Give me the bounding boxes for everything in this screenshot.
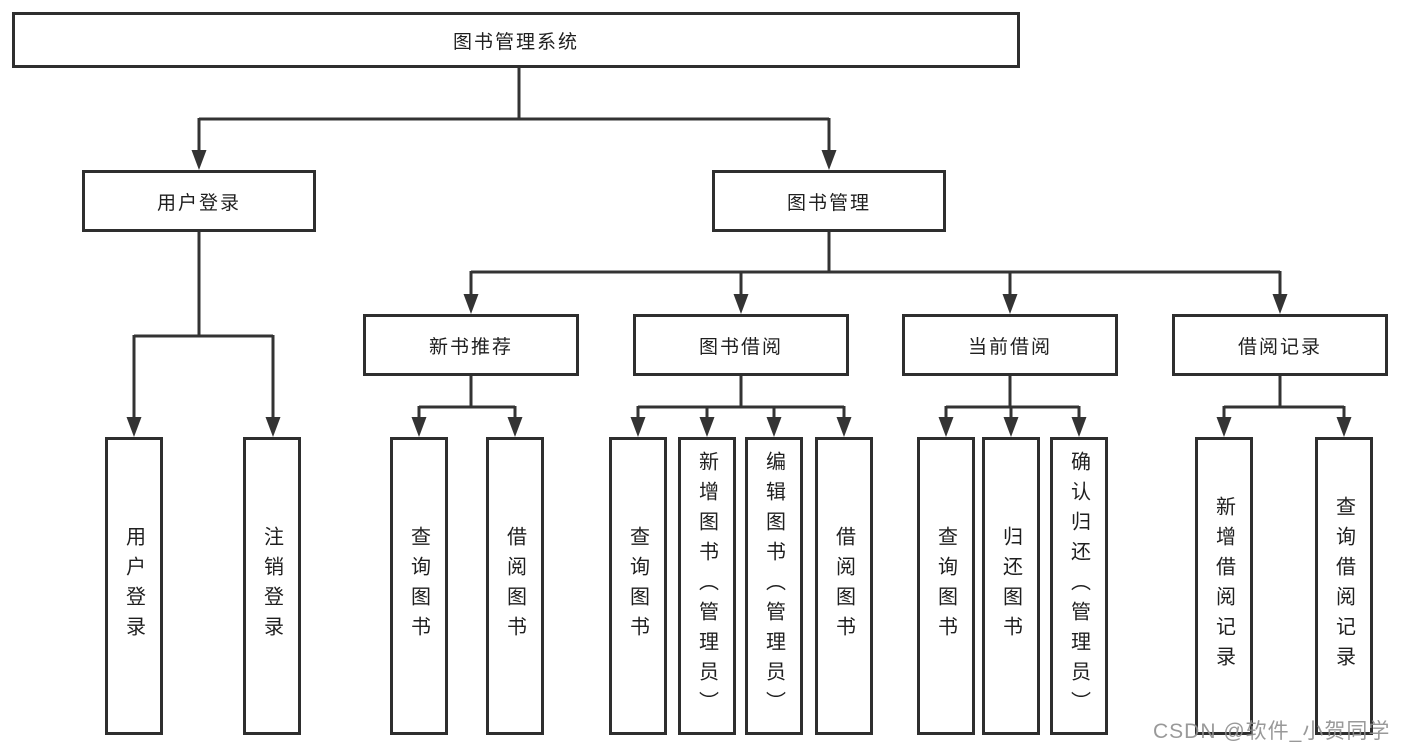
leaf-add-books-admin: 新增图书（管理员）: [678, 437, 736, 735]
leaf-query-books-2: 查询图书: [609, 437, 667, 735]
arrowhead: [821, 150, 837, 170]
arrowhead: [1336, 417, 1352, 437]
arrowhead: [463, 294, 479, 314]
arrowhead: [699, 417, 715, 437]
node-new-book-recommend: 新书推荐: [363, 314, 579, 376]
leaf-logout: 注销登录: [243, 437, 301, 735]
leaf-confirm-return-admin: 确认归还（管理员）: [1050, 437, 1108, 735]
node-current-borrow: 当前借阅: [902, 314, 1118, 376]
connector-root-to-level2: [191, 68, 837, 170]
arrowhead: [836, 417, 852, 437]
leaf-add-borrow-record: 新增借阅记录: [1195, 437, 1253, 735]
arrowhead: [191, 150, 207, 170]
node-book-management: 图书管理: [712, 170, 946, 232]
connector-current-borrow-to-leaves: [938, 376, 1087, 437]
leaf-return-books: 归还图书: [982, 437, 1040, 735]
leaf-query-books-1: 查询图书: [390, 437, 448, 735]
arrowhead: [1216, 417, 1232, 437]
leaf-query-books-3: 查询图书: [917, 437, 975, 735]
leaf-edit-books-admin: 编辑图书（管理员）: [745, 437, 803, 735]
arrowhead: [1071, 417, 1087, 437]
leaf-borrow-books-2: 借阅图书: [815, 437, 873, 735]
leaf-user-login: 用户登录: [105, 437, 163, 735]
arrowhead: [733, 294, 749, 314]
csdn-watermark: CSDN @软件_小贺同学: [1153, 720, 1391, 743]
connector-user-login-to-leaves: [126, 232, 281, 437]
node-book-borrow: 图书借阅: [633, 314, 849, 376]
connector-book-mgmt-to-level3: [463, 232, 1288, 314]
leaf-query-borrow-record: 查询借阅记录: [1315, 437, 1373, 735]
node-borrow-records: 借阅记录: [1172, 314, 1388, 376]
connector-book-borrow-to-leaves: [630, 376, 852, 437]
arrowhead: [265, 417, 281, 437]
arrowhead: [507, 417, 523, 437]
arrowhead: [766, 417, 782, 437]
arrowhead: [1272, 294, 1288, 314]
node-library-system: 图书管理系统: [12, 12, 1020, 68]
arrowhead: [411, 417, 427, 437]
leaf-borrow-books-1: 借阅图书: [486, 437, 544, 735]
arrowhead: [938, 417, 954, 437]
arrowhead: [126, 417, 142, 437]
arrowhead: [1002, 294, 1018, 314]
arrowhead: [630, 417, 646, 437]
arrowhead: [1003, 417, 1019, 437]
node-user-login: 用户登录: [82, 170, 316, 232]
connector-borrow-records-to-leaves: [1216, 376, 1352, 437]
connector-new-book-rec-to-leaves: [411, 376, 523, 437]
